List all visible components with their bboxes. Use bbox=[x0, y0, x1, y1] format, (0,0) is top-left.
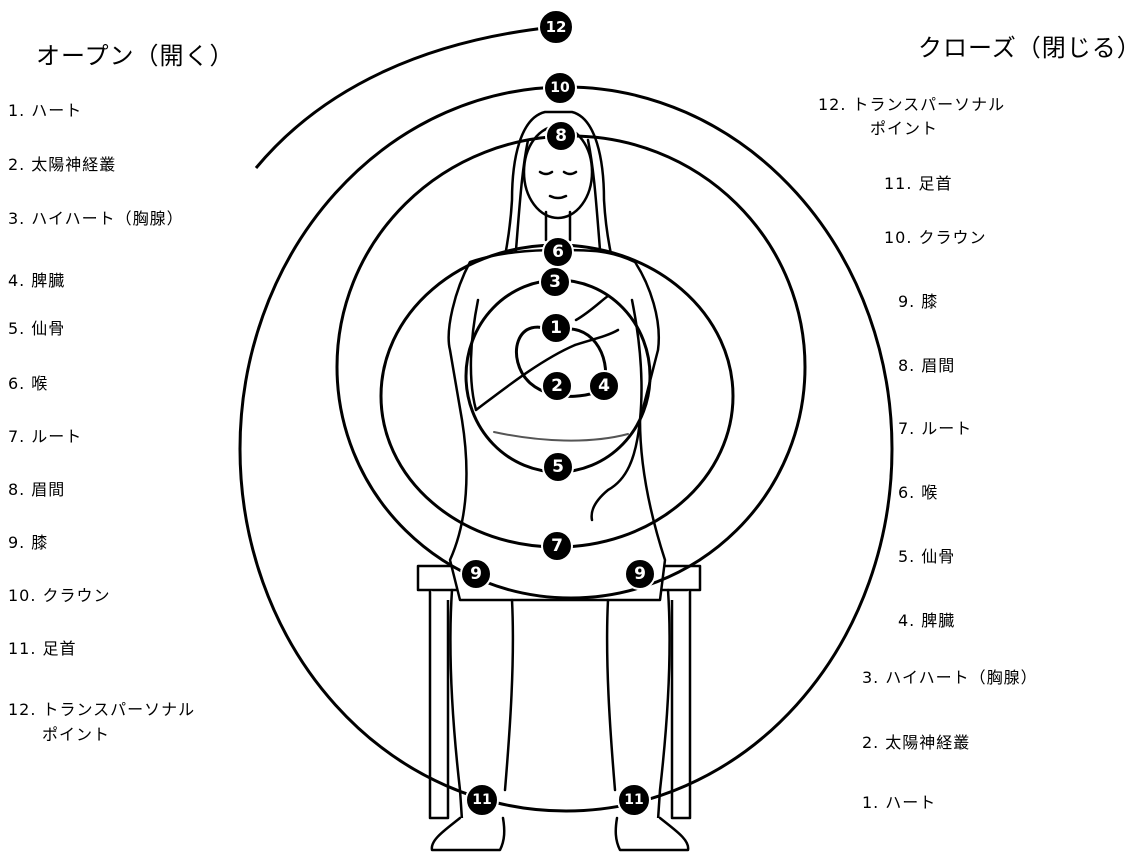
svg-text:5: 5 bbox=[552, 457, 564, 477]
chakra-badge-10: 10 bbox=[544, 72, 576, 104]
svg-text:11: 11 bbox=[472, 792, 491, 808]
svg-text:2: 2 bbox=[551, 376, 563, 396]
svg-text:7: 7 bbox=[551, 536, 563, 556]
chakra-badge-3: 3 bbox=[540, 267, 570, 297]
svg-text:10: 10 bbox=[550, 80, 570, 96]
chakra-badge-2: 2 bbox=[542, 371, 572, 401]
transpersonal-spiral bbox=[256, 27, 554, 168]
svg-text:12: 12 bbox=[546, 18, 567, 36]
svg-text:9: 9 bbox=[634, 564, 646, 584]
svg-text:1: 1 bbox=[550, 318, 562, 338]
chakra-badge-1: 1 bbox=[541, 313, 571, 343]
chakra-badge-8: 8 bbox=[546, 121, 576, 151]
chakra-badge-11-right: 11 bbox=[618, 784, 650, 816]
chakra-badge-12: 12 bbox=[539, 10, 573, 44]
svg-text:11: 11 bbox=[624, 792, 643, 808]
chakra-badge-7: 7 bbox=[542, 531, 572, 561]
chair-illustration bbox=[418, 566, 700, 818]
chakra-badge-9-right: 9 bbox=[625, 559, 655, 589]
chakra-badge-5: 5 bbox=[543, 452, 573, 482]
chakra-badge-4: 4 bbox=[589, 371, 619, 401]
chakra-badge-6: 6 bbox=[543, 237, 573, 267]
chakra-badge-9-left: 9 bbox=[461, 559, 491, 589]
chakra-badge-11-left: 11 bbox=[466, 784, 498, 816]
svg-text:9: 9 bbox=[470, 564, 482, 584]
svg-text:8: 8 bbox=[555, 126, 567, 146]
svg-text:3: 3 bbox=[549, 272, 561, 292]
svg-text:4: 4 bbox=[598, 376, 610, 396]
svg-text:6: 6 bbox=[552, 242, 564, 262]
